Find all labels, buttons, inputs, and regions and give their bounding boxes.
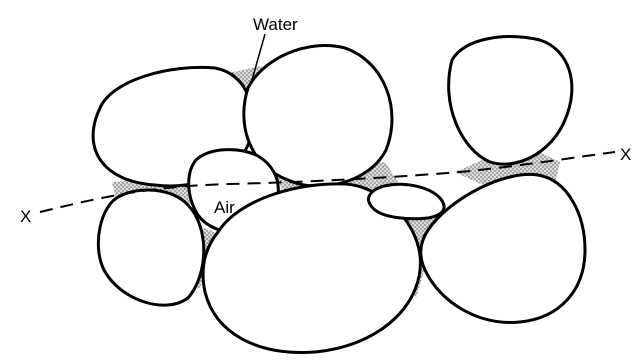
grain	[449, 37, 572, 164]
air-label: Air	[214, 198, 235, 217]
water-label: Water	[253, 15, 298, 34]
grains	[93, 37, 585, 353]
section-label-right: X	[620, 145, 631, 164]
grain	[98, 190, 203, 305]
section-label-left: X	[20, 207, 31, 226]
grain	[421, 174, 585, 322]
grain	[368, 184, 444, 218]
